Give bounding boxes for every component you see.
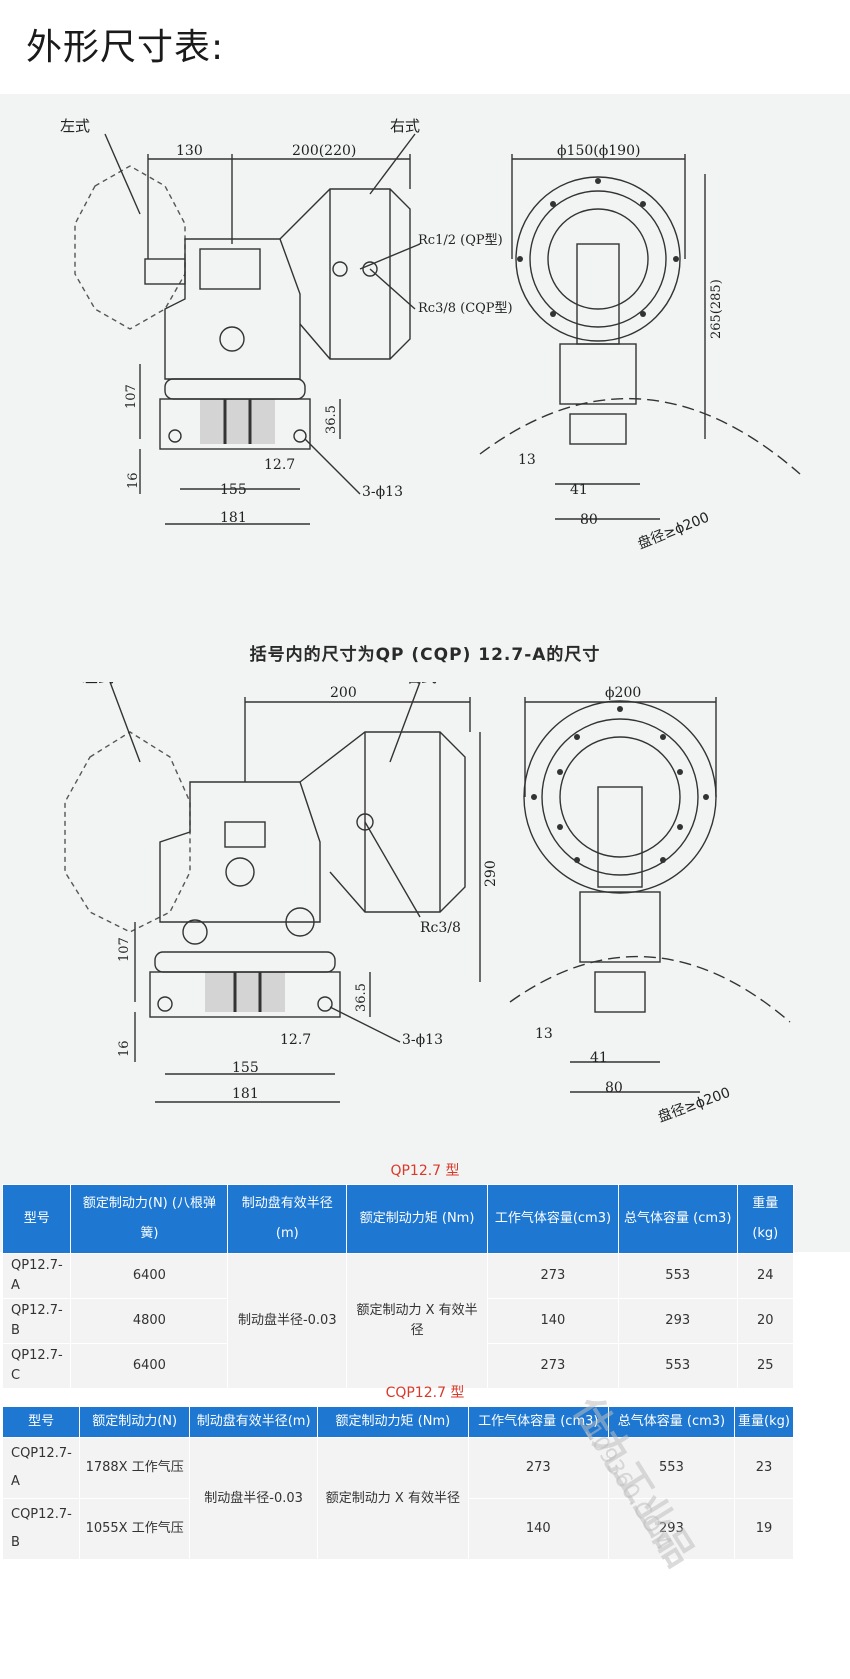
force-cell: 6400	[70, 1253, 229, 1299]
col-header: 额定制动力矩 (Nm)	[317, 1406, 469, 1438]
table-row: QP12.7-C 6400 273 553 25	[1, 1343, 795, 1389]
drawing2-port: Rc3/8	[420, 920, 461, 936]
col-header: 工作气体容量 (cm3)	[467, 1406, 609, 1438]
col-header: 制动盘有效半径(m)	[189, 1406, 319, 1438]
drawing1-dim-155: 155	[220, 482, 247, 498]
drawing1-holes: 3-ϕ13	[362, 484, 403, 500]
work-volume-cell: 273	[487, 1343, 619, 1389]
total-volume-cell: 553	[607, 1437, 735, 1499]
table-header-row: 型号 额定制动力(N) 制动盘有效半径(m) 额定制动力矩 (Nm) 工作气体容…	[1, 1406, 795, 1438]
drawing1-dim-200: 200(220)	[292, 143, 356, 159]
work-volume-cell: 140	[467, 1498, 609, 1560]
weight-cell: 25	[736, 1343, 795, 1389]
drawing1-right-style-label: 右式	[390, 117, 420, 135]
col-header: 重量(kg)	[736, 1184, 795, 1254]
weight-cell: 19	[733, 1498, 795, 1560]
drawing1-dim-16: 16	[126, 472, 141, 489]
torque-cell: 额定制动力 X 有效半径	[317, 1437, 469, 1560]
work-volume-cell: 273	[487, 1253, 619, 1299]
col-header: 工作气体容量(cm3)	[487, 1184, 619, 1254]
force-cell: 6400	[70, 1343, 229, 1389]
model-cell: CQP12.7-A	[1, 1437, 81, 1499]
force-cell: 4800	[70, 1298, 229, 1344]
table-row: CQP12.7-B 1055X 工作气压 140 293 19	[1, 1498, 795, 1560]
drawing-1-svg: 左式 右式 130 200(220) ϕ150(ϕ190) Rc1/2 (QP型…	[60, 117, 801, 553]
drawing1-dim-130: 130	[176, 143, 203, 159]
radius-cell: 制动盘半径-0.03	[189, 1437, 319, 1560]
dimension-drawing-2: 左式 右式 200 ϕ200 290 Rc3/8 107 36.5 16 12.…	[0, 667, 850, 1252]
table-row: CQP12.7-A 1788X 工作气压 制动盘半径-0.03 额定制动力 X …	[1, 1437, 795, 1560]
work-volume-cell: 273	[467, 1437, 609, 1499]
page-title: 外形尺寸表:	[26, 27, 225, 68]
left-style-ghost-outline	[74, 165, 186, 330]
drawing1-dim-12-7: 12.7	[264, 457, 295, 473]
drawing2-dim-16: 16	[117, 1040, 132, 1057]
col-header: 额定制动力(N) (八根弹簧)	[70, 1184, 229, 1254]
drawing1-disc-label: 盘径≥ϕ200	[635, 509, 712, 553]
col-header: 额定制动力(N)	[79, 1406, 191, 1438]
weight-cell: 24	[736, 1253, 795, 1299]
total-volume-cell: 553	[617, 1253, 738, 1299]
drawing1-port-2: Rc3/8 (CQP型)	[418, 301, 513, 316]
force-cell: 1788X 工作气压	[79, 1437, 191, 1499]
drawing1-port-1: Rc1/2 (QP型)	[418, 233, 503, 248]
drawing1-dim-41: 41	[570, 482, 588, 498]
table-row: QP12.7-A 6400 制动盘半径-0.03 额定制动力 X 有效半径 27…	[1, 1253, 795, 1389]
total-volume-cell: 293	[617, 1298, 738, 1344]
col-header: 总气体容量 (cm3)	[607, 1406, 735, 1438]
cqp-table-caption: CQP12.7 型	[385, 1385, 465, 1401]
work-volume-cell: 140	[487, 1298, 619, 1344]
drawing2-dim-phi: ϕ200	[605, 685, 641, 701]
drawing2-dim-36-5: 36.5	[354, 983, 369, 1012]
col-header: 型号	[1, 1184, 72, 1254]
left-style-ghost-outline-2	[64, 731, 191, 933]
total-volume-cell: 293	[607, 1498, 735, 1560]
model-cell: QP12.7-B	[1, 1298, 72, 1344]
col-header: 制动盘有效半径(m)	[227, 1184, 348, 1254]
model-cell: QP12.7-C	[1, 1343, 72, 1389]
drawing2-dim-155: 155	[232, 1060, 259, 1076]
drawing1-dim-265: 265(285)	[709, 279, 724, 339]
drawing2-disc-label: 盘径≥ϕ200	[656, 1084, 733, 1126]
weight-cell: 20	[736, 1298, 795, 1344]
drawing2-dim-181: 181	[232, 1086, 259, 1102]
radius-cell: 制动盘半径-0.03	[227, 1253, 348, 1389]
torque-cell: 额定制动力 X 有效半径	[346, 1253, 489, 1389]
col-header: 额定制动力矩 (Nm)	[346, 1184, 489, 1254]
drawing2-dim-107: 107	[117, 937, 132, 962]
drawing1-dim-107: 107	[124, 384, 139, 409]
force-cell: 1055X 工作气压	[79, 1498, 191, 1560]
model-cell: QP12.7-A	[1, 1253, 72, 1299]
drawing1-dim-36-5: 36.5	[324, 405, 339, 434]
drawing1-dim-181: 181	[220, 510, 247, 526]
col-header: 型号	[1, 1406, 81, 1438]
dimension-drawing-1: 左式 右式 130 200(220) ϕ150(ϕ190) Rc1/2 (QP型…	[0, 94, 850, 682]
drawing2-left-style-label: 左式	[82, 682, 114, 686]
drawing1-dim-phi: ϕ150(ϕ190)	[557, 143, 640, 159]
drawing2-holes: 3-ϕ13	[402, 1032, 443, 1048]
drawing1-dim-80: 80	[580, 512, 598, 528]
weight-cell: 23	[733, 1437, 795, 1499]
cqp-spec-table: 型号 额定制动力(N) 制动盘有效半径(m) 额定制动力矩 (Nm) 工作气体容…	[1, 1406, 795, 1560]
total-volume-cell: 553	[617, 1343, 738, 1389]
drawing1-left-style-label: 左式	[60, 117, 90, 135]
qp-table-caption: QP12.7 型	[390, 1163, 460, 1179]
drawing2-right-style-label: 右式	[405, 682, 437, 686]
drawing2-dim-290: 290	[483, 860, 499, 887]
drawing2-dim-12-7: 12.7	[280, 1032, 311, 1048]
table-header-row: 型号 额定制动力(N) (八根弹簧) 制动盘有效半径(m) 额定制动力矩 (Nm…	[1, 1184, 795, 1254]
model-cell: CQP12.7-B	[1, 1498, 81, 1560]
drawing1-dim-13: 13	[518, 452, 536, 468]
drawing2-dim-80: 80	[605, 1080, 623, 1096]
col-header: 总气体容量 (cm3)	[617, 1184, 738, 1254]
bracket-dimension-note: 括号内的尺寸为QP (CQP) 12.7-A的尺寸	[249, 645, 601, 665]
drawing2-dim-13: 13	[535, 1026, 553, 1042]
qp-spec-table: 型号 额定制动力(N) (八根弹簧) 制动盘有效半径(m) 额定制动力矩 (Nm…	[1, 1184, 795, 1389]
table-row: QP12.7-B 4800 140 293 20	[1, 1298, 795, 1344]
drawing2-dim-200: 200	[330, 685, 357, 701]
col-header: 重量(kg)	[733, 1406, 795, 1438]
drawing2-dim-41: 41	[590, 1050, 608, 1066]
